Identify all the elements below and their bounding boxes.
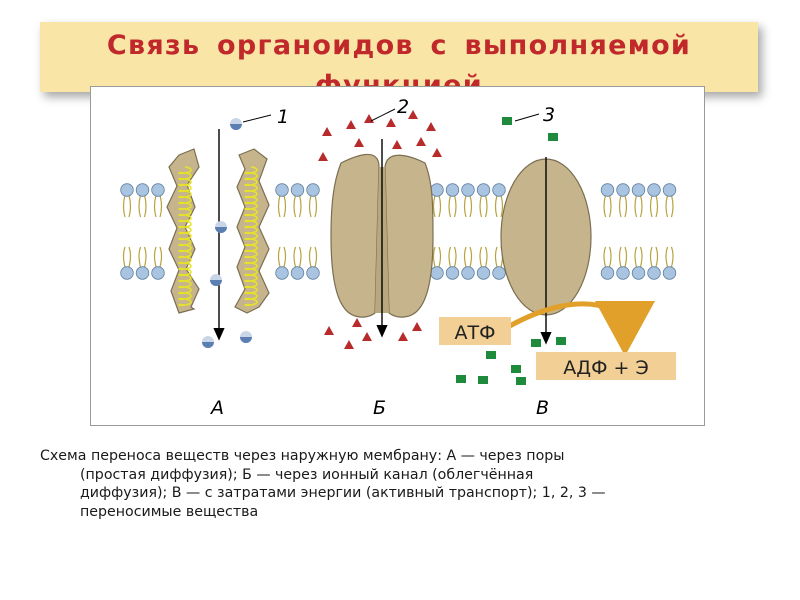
lipid-head [151,266,165,280]
particle-3 [502,117,512,125]
substance-label-3: 3 [543,104,555,126]
lipid-head [631,183,646,197]
lipid-head [647,266,661,280]
atp-label: АТФ [455,322,496,344]
lipid-head [306,183,320,197]
particle-1 [210,280,222,286]
particle-1 [215,227,227,233]
particle-2 [324,326,334,335]
membrane-diagram: 1 2 3 АТФ АДФ + Э А Б В [120,96,677,419]
adp-box [536,352,676,380]
particle-3 [548,133,558,141]
particle-2 [318,152,328,161]
lipid-head [445,266,460,280]
particle-3 [478,376,488,384]
lipid-head [662,183,677,197]
lipid-head [120,183,134,197]
lipid-head [135,266,150,280]
lipid-head [120,266,134,280]
lipid-head [461,183,475,197]
lipid-head [600,266,615,280]
lipid-bilayer [120,183,677,280]
particle-1 [230,124,242,130]
atp-box [439,317,511,345]
lipid-head [492,183,506,197]
membrane-transport-figure: 1 2 3 АТФ АДФ + Э А Б В [90,86,705,426]
lipid-head [445,183,460,197]
lipid-head [492,266,506,280]
substance-label-1: 1 [277,106,289,128]
lipid-head [616,183,630,197]
particle-2 [412,322,422,331]
particle-1 [240,337,252,343]
particle-2 [432,148,442,157]
lipid-head [135,183,150,197]
lipid-head [631,266,646,280]
lipid-head [430,183,444,197]
lipid-head [476,183,491,197]
lipid-head [647,183,661,197]
particle-2 [364,114,374,123]
lipid-head [430,266,444,280]
lipid-head [275,266,289,280]
particle-2 [392,140,402,149]
panel-label-b: Б [373,397,386,419]
particle-3 [531,339,541,347]
lipid-head [461,266,475,280]
particle-3 [486,351,496,359]
caption-line: (простая диффузия); Б — через ионный кан… [80,466,534,483]
caption-line: диффузия); В — с затратами энергии (акти… [80,485,606,502]
lipid-head [662,266,677,280]
particle-2 [352,318,362,327]
particle-3 [456,375,466,383]
lipid-head [616,266,630,280]
particle-3 [556,337,566,345]
lipid-head [476,266,491,280]
lipid-head [290,183,305,197]
particle-2 [416,137,426,146]
figure-caption: Схема переноса веществ через наружную ме… [40,447,740,521]
lipid-head [151,183,165,197]
caption-line: переносимые вещества [80,503,259,520]
particle-2 [322,127,332,136]
lipid-head [306,266,320,280]
lipid-head [290,266,305,280]
particle-2 [362,332,372,341]
particle-2 [386,118,396,127]
slide-title: Связь органоидов с выполняемой функцией [106,30,692,92]
particle-3 [516,377,526,385]
pore-protein [166,148,270,314]
particle-1 [202,342,214,348]
particle-2 [354,138,364,147]
adp-label: АДФ + Э [563,357,648,379]
particle-3 [511,365,521,373]
lipid-head [275,183,289,197]
particle-2 [344,340,354,349]
substance-label-2: 2 [397,96,409,118]
particle-2 [346,120,356,129]
panel-label-c: В [536,397,549,419]
particle-2 [426,122,436,131]
lipid-head [600,183,615,197]
ion-channel-protein [330,153,434,318]
particle-2 [408,110,418,119]
panel-label-a: А [209,397,224,419]
energy-arrow [499,300,655,356]
particle-2 [398,332,408,341]
title-banner: Связь органоидов с выполняемой функцией [40,22,758,92]
caption-line: Схема переноса веществ через наружную ме… [40,448,565,464]
